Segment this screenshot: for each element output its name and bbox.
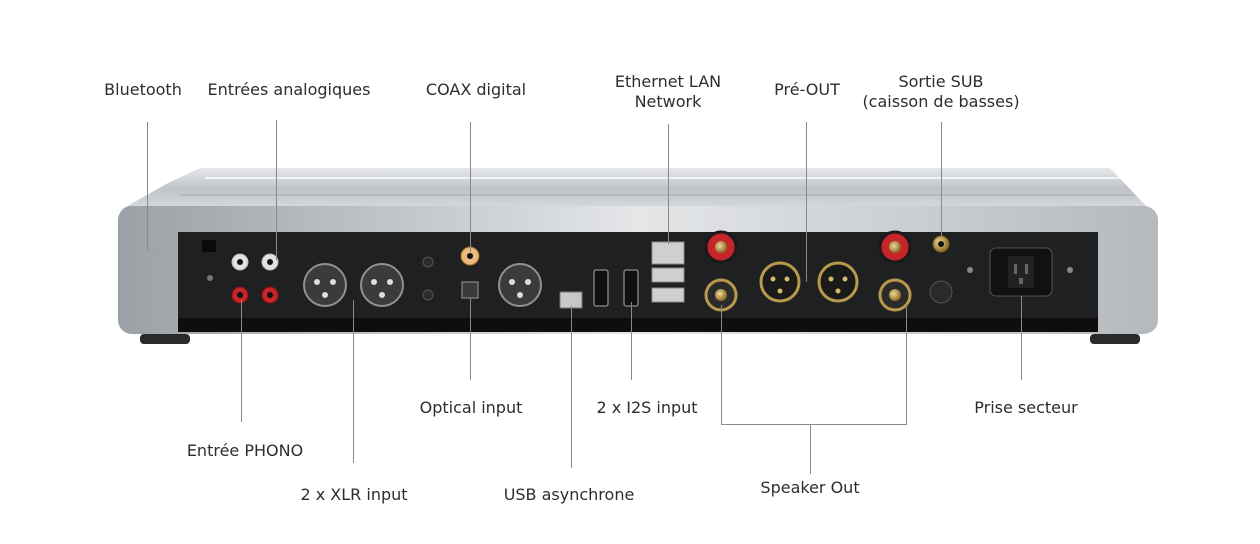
leader-line — [721, 424, 907, 425]
leader-line — [241, 300, 242, 422]
leader-line — [806, 122, 807, 282]
label-ethernet-line1: Ethernet LAN — [614, 72, 722, 91]
coax-digital-jack — [460, 246, 480, 266]
label-i2s: 2 x I2S input — [596, 398, 698, 417]
screw — [207, 275, 213, 281]
leader-line — [1021, 296, 1022, 380]
speaker-terminals — [704, 230, 912, 312]
leader-line — [571, 306, 572, 468]
ethernet-usb-ports — [651, 241, 685, 303]
bluetooth-antenna-port — [202, 240, 216, 252]
leader-line — [631, 302, 632, 380]
leader-line — [470, 122, 471, 252]
label-speaker-out: Speaker Out — [760, 478, 860, 497]
pre-out-connectors — [759, 261, 859, 303]
screw — [967, 267, 973, 273]
xlr-input-connectors — [303, 263, 542, 307]
leader-line — [668, 124, 669, 244]
leader-line — [470, 298, 471, 380]
optical-input-port — [461, 281, 479, 299]
leader-line — [147, 122, 148, 250]
leader-line — [353, 300, 354, 463]
mains-power-socket — [989, 247, 1053, 297]
rca-analog-jacks — [231, 253, 279, 304]
label-sub-line1: Sortie SUB — [898, 72, 984, 91]
screw — [1067, 267, 1073, 273]
label-analog-inputs: Entrées analogiques — [207, 80, 371, 99]
label-bluetooth: Bluetooth — [104, 80, 182, 99]
chassis-top — [120, 168, 1150, 210]
label-ethernet-line2: Network — [634, 92, 702, 111]
label-usb: USB asynchrone — [503, 485, 635, 504]
leader-line — [721, 305, 722, 425]
label-phono: Entrée PHONO — [186, 441, 304, 460]
i2s-input-ports — [593, 269, 639, 307]
label-sub-out: Sortie SUB (caisson de basses) — [862, 72, 1019, 112]
leader-line — [276, 120, 277, 260]
leader-line — [906, 305, 907, 425]
label-pre-out: Pré-OUT — [774, 80, 840, 99]
label-optical: Optical input — [419, 398, 523, 417]
label-sub-line2: (caisson de basses) — [862, 92, 1020, 111]
sub-out-jack — [932, 235, 950, 253]
screw — [422, 289, 434, 301]
leader-line — [810, 424, 811, 474]
leader-line — [941, 122, 942, 237]
screw — [422, 256, 434, 268]
label-mains: Prise secteur — [974, 398, 1078, 417]
fuse-holder — [929, 280, 953, 304]
label-coax-digital: COAX digital — [425, 80, 527, 99]
label-ethernet: Ethernet LAN Network — [615, 72, 721, 112]
label-xlr: 2 x XLR input — [300, 485, 408, 504]
